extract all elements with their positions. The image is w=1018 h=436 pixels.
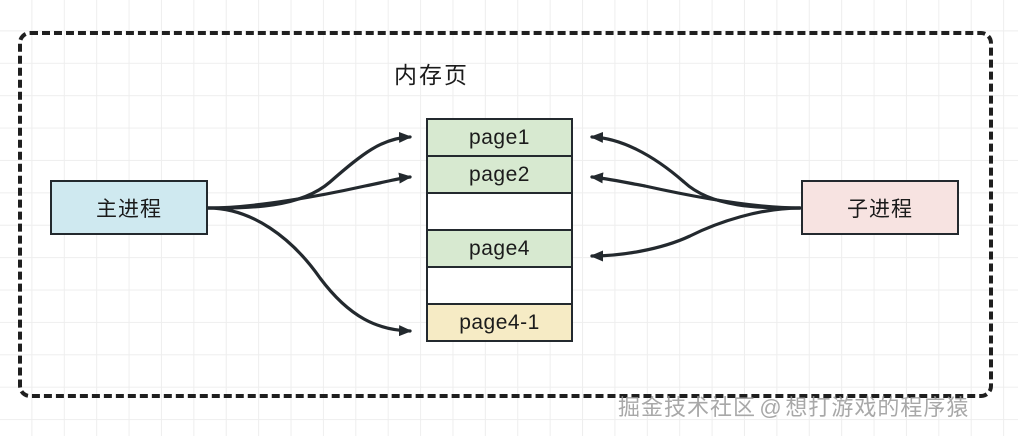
edge-child-to-page2 [590, 172, 802, 210]
memory-page-stack: page1 page2 page4 page4-1 [426, 118, 573, 342]
edge-main-to-page4-1 [206, 206, 412, 337]
main-process-node[interactable]: 主进程 [50, 180, 208, 235]
memory-boundary-frame [18, 31, 993, 398]
watermark-at-symbol: @ [759, 395, 783, 420]
memory-page-cell[interactable] [426, 192, 573, 231]
watermark-author: 想打游戏的程序猿 [785, 395, 970, 420]
child-process-node[interactable]: 子进程 [801, 180, 959, 235]
edge-main-to-page2 [206, 172, 412, 210]
child-process-label: 子进程 [847, 197, 913, 221]
memory-page-label: page2 [469, 162, 530, 186]
memory-page-label: page1 [469, 125, 530, 149]
memory-page-cell[interactable] [426, 266, 573, 305]
memory-page-cell[interactable]: page1 [426, 118, 573, 157]
memory-page-cell[interactable]: page2 [426, 155, 573, 194]
memory-page-label: page4-1 [459, 310, 540, 334]
watermark: 掘金技术社区@想打游戏的程序猿 [618, 390, 969, 422]
memory-pages-title: 内存页 [394, 62, 469, 88]
main-process-label: 主进程 [96, 197, 162, 221]
memory-page-cell[interactable]: page4 [426, 229, 573, 268]
edge-child-to-page4 [590, 206, 802, 262]
memory-page-label: page4 [469, 236, 530, 260]
watermark-site: 掘金技术社区 [618, 395, 757, 420]
memory-page-cell[interactable]: page4-1 [426, 303, 573, 342]
